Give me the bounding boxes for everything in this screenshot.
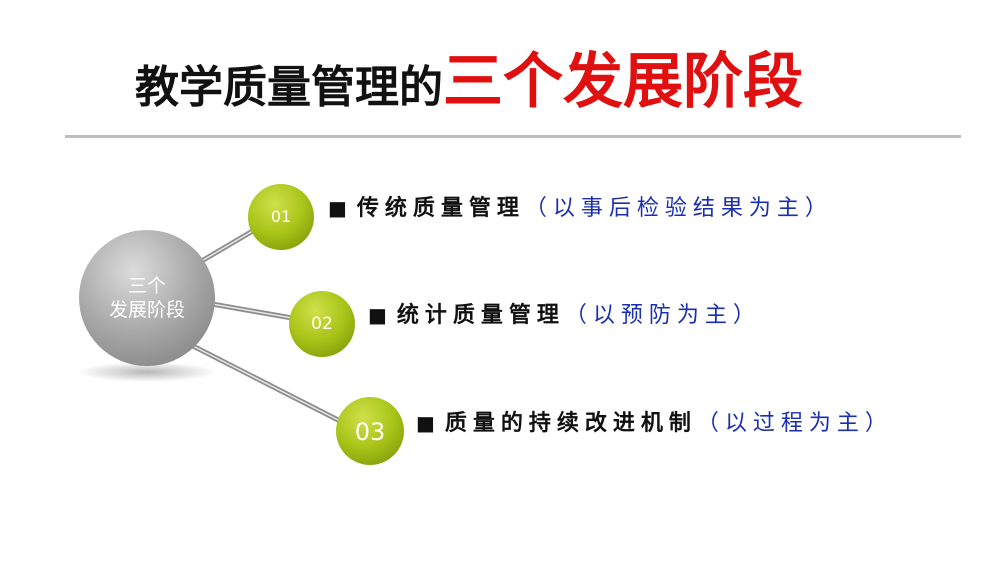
center-shadow <box>77 362 217 382</box>
bullet-square-icon: ■ <box>368 303 387 327</box>
stage-note: （以预防为主） <box>564 303 761 328</box>
bullet-square-icon: ■ <box>416 411 435 435</box>
center-node <box>79 230 215 366</box>
center-node-label: 三个 发展阶段 <box>87 274 207 322</box>
slide-title: 教学质量管理的三个发展阶段 <box>135 52 803 112</box>
title-red-part: 三个发展阶段 <box>443 47 803 117</box>
stage-note: （以过程为主） <box>696 411 893 436</box>
stage-node-03 <box>336 397 404 465</box>
stage-number-03: 03 <box>354 418 386 446</box>
center-label-line1: 三个 <box>127 275 166 297</box>
stage-item-01: ■ 传统质量管理（以事后检验结果为主） <box>328 197 833 220</box>
title-black-part: 教学质量管理的 <box>135 62 443 113</box>
stage-title: 传统质量管理 <box>356 195 525 221</box>
stage-node-01 <box>248 184 314 250</box>
bullet-square-icon: ■ <box>328 196 347 220</box>
stage-item-02: ■ 统计质量管理（以预防为主） <box>368 304 761 327</box>
connectors <box>190 226 345 425</box>
stage-title: 质量的持续改进机制 <box>444 410 697 436</box>
stage-note: （以事后检验结果为主） <box>524 196 833 221</box>
title-divider <box>65 135 961 138</box>
center-label-line2: 发展阶段 <box>108 299 185 321</box>
stage-node-02 <box>289 291 355 357</box>
stage-title: 统计质量管理 <box>396 302 565 328</box>
stage-item-03: ■ 质量的持续改进机制（以过程为主） <box>416 412 893 435</box>
stage-number-02: 02 <box>311 314 333 334</box>
stage-number-01: 01 <box>270 207 292 226</box>
